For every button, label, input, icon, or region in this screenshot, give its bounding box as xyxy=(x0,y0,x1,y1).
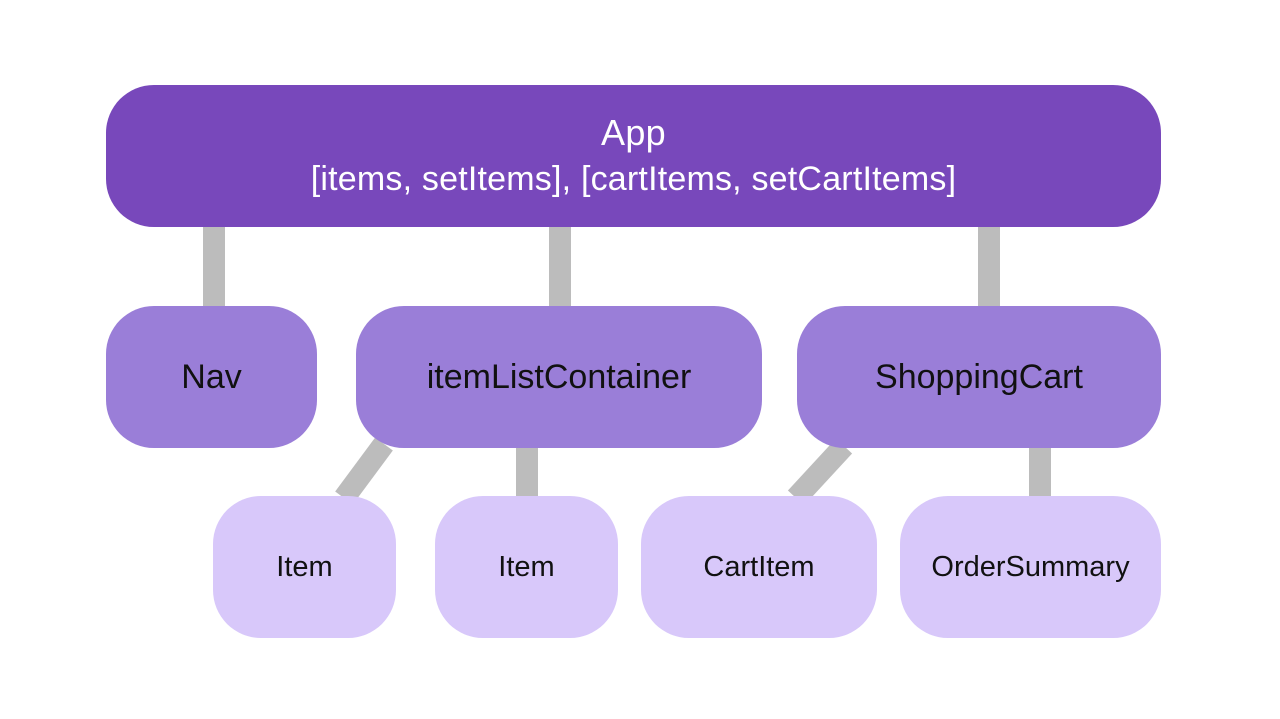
connector-app-nav xyxy=(203,227,225,306)
node-itemlistcontainer-label: itemListContainer xyxy=(426,357,692,396)
node-cartitem-label: CartItem xyxy=(703,550,815,583)
node-app-label: App xyxy=(601,112,666,153)
connector-app-shoppingcart xyxy=(978,227,1000,306)
node-itemlistcontainer: itemListContainer xyxy=(356,306,762,448)
node-item-2: Item xyxy=(435,496,618,638)
connector-itemlistcontainer-item-2 xyxy=(516,448,538,496)
node-app: App [items, setItems], [cartItems, setCa… xyxy=(106,85,1161,227)
node-item-2-label: Item xyxy=(498,550,555,583)
node-shoppingcart: ShoppingCart xyxy=(797,306,1161,448)
connector-shoppingcart-cartitem xyxy=(787,438,853,506)
node-item-1: Item xyxy=(213,496,396,638)
node-nav-label: Nav xyxy=(181,357,242,396)
node-ordersummary: OrderSummary xyxy=(900,496,1161,638)
node-app-state: [items, setItems], [cartItems, setCartIt… xyxy=(310,160,957,198)
connector-itemlistcontainer-item-1 xyxy=(335,437,393,505)
connector-app-itemlistcontainer xyxy=(549,227,571,306)
node-shoppingcart-label: ShoppingCart xyxy=(875,357,1083,396)
node-ordersummary-label: OrderSummary xyxy=(931,550,1130,583)
node-item-1-label: Item xyxy=(276,550,333,583)
node-nav: Nav xyxy=(106,306,317,448)
connector-shoppingcart-ordersummary xyxy=(1029,448,1051,496)
node-cartitem: CartItem xyxy=(641,496,877,638)
